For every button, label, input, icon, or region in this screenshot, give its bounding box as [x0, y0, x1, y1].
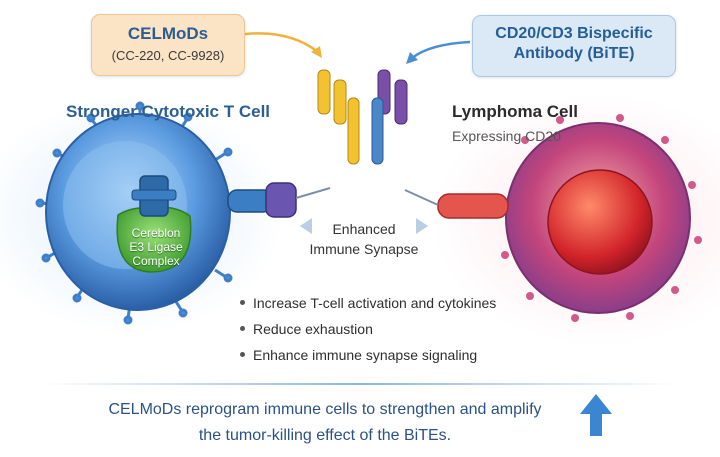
cereblon-label-line1: Cereblon [131, 226, 181, 240]
cd3-binding-domain [265, 182, 297, 218]
effect-text: Reduce exhaustion [253, 321, 373, 337]
effect-item: Increase T-cell activation and cytokines [240, 290, 496, 316]
synapse-arrow-right [416, 218, 428, 234]
synapse-link-right [404, 189, 439, 206]
synapse-link-left [295, 187, 331, 199]
cd20-receptor [437, 193, 509, 219]
bite-callout: CD20/CD3 Bispecific Antibody (BiTE) [472, 15, 676, 77]
cereblon-receptor-bar [131, 189, 177, 201]
bullet-icon [240, 325, 245, 331]
bite-pointer-arrow [411, 40, 471, 60]
synapse-arrow-left [300, 218, 312, 234]
celmods-pointer-arrow [244, 32, 319, 53]
up-arrow-icon [580, 394, 612, 436]
lymphoma-heading: Lymphoma Cell [452, 102, 578, 121]
lymphoma-nucleus [547, 169, 653, 275]
cereblon-label-line3: Complex [132, 254, 180, 268]
bite-title-line1: CD20/CD3 Bispecific [495, 25, 653, 42]
bullet-icon [240, 299, 245, 305]
footer-line1: CELMoDs reprogram immune cells to streng… [108, 401, 542, 418]
celmods-pointer-arrowhead [311, 46, 322, 58]
celmods-compounds: (CC-220, CC-9928) [111, 48, 225, 63]
footer-summary: CELMoDs reprogram immune cells to streng… [60, 397, 590, 449]
synapse-label-line2: Immune Synapse [309, 241, 419, 257]
effect-item: Enhance immune synapse signaling [240, 342, 496, 368]
effect-item: Reduce exhaustion [240, 316, 496, 342]
footer-line2: the tumor-killing effect of the BiTEs. [198, 427, 452, 444]
effect-text: Enhance immune synapse signaling [253, 347, 478, 363]
synapse-label: Enhanced Immune Synapse [300, 219, 428, 259]
lymphoma-spikes [501, 114, 702, 322]
bullet-icon [240, 351, 245, 357]
t-cell-spikes [35, 101, 233, 325]
effect-text: Increase T-cell activation and cytokines [253, 295, 497, 311]
synapse-label-line1: Enhanced [332, 221, 396, 237]
bite-pointer-arrowhead [406, 52, 418, 64]
cereblon-complex-label: Cereblon E3 Ligase Complex [118, 226, 194, 268]
celmods-title: CELMoDs [127, 24, 209, 43]
bite-antibody [317, 69, 408, 165]
effects-list: Increase T-cell activation and cytokines… [240, 290, 496, 368]
t-cell-heading: Stronger Cytotoxic T Cell [66, 102, 271, 121]
cereblon-label-line2: E3 Ligase [129, 240, 183, 254]
lymphoma-subheading: Expressing CD20 [452, 128, 561, 144]
footer-divider [40, 383, 680, 385]
celmods-callout: CELMoDs (CC-220, CC-9928) [91, 14, 245, 76]
bite-title-line2: Antibody (BiTE) [513, 45, 635, 62]
